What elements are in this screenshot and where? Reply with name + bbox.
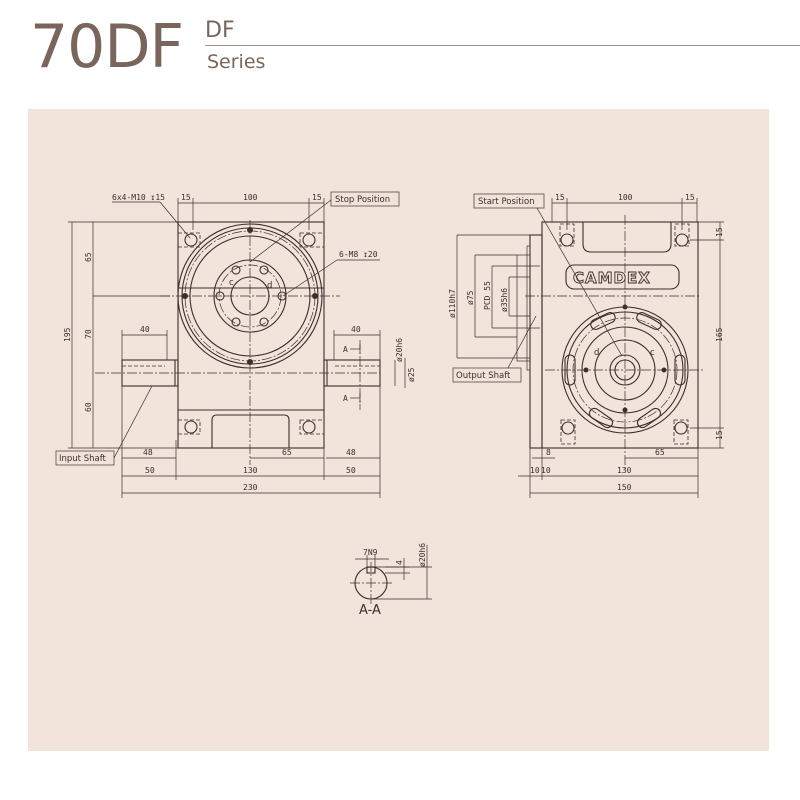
- dim-bottom-48-right: 48: [346, 448, 356, 457]
- callout-output-holes: 6-M8 ↧20: [339, 250, 378, 259]
- dim-height-total: 195: [63, 327, 72, 342]
- dim-pcd: PCD 55: [483, 281, 492, 310]
- dim-top-left: 15: [181, 193, 191, 202]
- dim-side-bottom-65: 65: [655, 448, 665, 457]
- dim-shaft-len-left: 40: [140, 325, 150, 334]
- callout-start-position: Start Position: [478, 197, 535, 207]
- dim-flange-dia: ø25: [407, 367, 416, 382]
- svg-text:c: c: [650, 348, 655, 358]
- callout-stop-position-box: [330, 191, 400, 207]
- callout-tap-holes: 6x4-M10 ↧15: [112, 193, 165, 202]
- dim-top-mid: 100: [243, 193, 258, 202]
- dim-small-10a: 10: [530, 466, 540, 475]
- dim-small-8: 8: [546, 448, 551, 457]
- callout-input-shaft: Input Shaft: [59, 454, 107, 464]
- front-view: c d 40 40 A A: [55, 191, 416, 498]
- camdex-logo: CAMDEX: [573, 269, 651, 287]
- dim-bottom-48-left: 48: [143, 448, 153, 457]
- dim-section-shaft-dia: ø20h6: [418, 543, 427, 567]
- dim-key-width: 7N9: [363, 548, 378, 557]
- dim-right-top: 15: [715, 227, 724, 237]
- dim-bottom-130: 130: [243, 466, 258, 475]
- dim-top-right: 15: [312, 193, 322, 202]
- dim-height-mid: 70: [84, 329, 93, 339]
- section-mark-top: A: [343, 345, 348, 354]
- dim-side-top-left: 15: [555, 193, 565, 202]
- dim-dia-35: ø35h6: [500, 288, 509, 312]
- dim-right-bottom: 15: [715, 430, 724, 440]
- dim-bottom-50-right: 50: [346, 466, 356, 475]
- series-label: Series: [207, 51, 266, 73]
- side-view: CAMDEX d c: [448, 193, 724, 498]
- svg-text:c: c: [229, 278, 234, 288]
- dim-key-depth: 4: [395, 560, 404, 565]
- callout-output-shaft-box: [452, 367, 522, 383]
- series-code: DF: [205, 18, 235, 43]
- dim-height-upper: 65: [84, 252, 93, 262]
- callout-stop-position: Stop Position: [335, 195, 390, 205]
- dim-side-bottom-total: 150: [617, 483, 632, 492]
- dim-side-top-mid: 100: [618, 193, 633, 202]
- dim-dia-75: ø75: [466, 290, 475, 305]
- section-label: A-A: [359, 603, 381, 618]
- dim-bottom-total: 230: [243, 483, 258, 492]
- dim-shaft-len-right: 40: [351, 325, 361, 334]
- section-view: 7N9 4 ø20h6 A-A: [350, 543, 432, 618]
- dim-side-top-right: 15: [685, 193, 695, 202]
- dim-height-lower: 60: [84, 402, 93, 412]
- dim-dia-110: ø110h7: [448, 289, 457, 318]
- svg-text:d: d: [267, 281, 272, 291]
- dim-right-height: 165: [715, 327, 724, 342]
- section-mark-bottom: A: [343, 394, 348, 403]
- dim-small-10b: 10: [541, 466, 551, 475]
- callout-output-shaft: Output Shaft: [456, 371, 511, 381]
- dim-side-bottom-130: 130: [617, 466, 632, 475]
- model-title: 70DF: [30, 12, 184, 82]
- dim-bottom-50-left: 50: [145, 466, 155, 475]
- callout-start-position-box: [473, 193, 545, 209]
- svg-text:d: d: [594, 348, 599, 358]
- title-divider: [205, 45, 800, 46]
- dim-bottom-65: 65: [282, 448, 292, 457]
- dim-shaft-dia: ø20h6: [395, 338, 404, 362]
